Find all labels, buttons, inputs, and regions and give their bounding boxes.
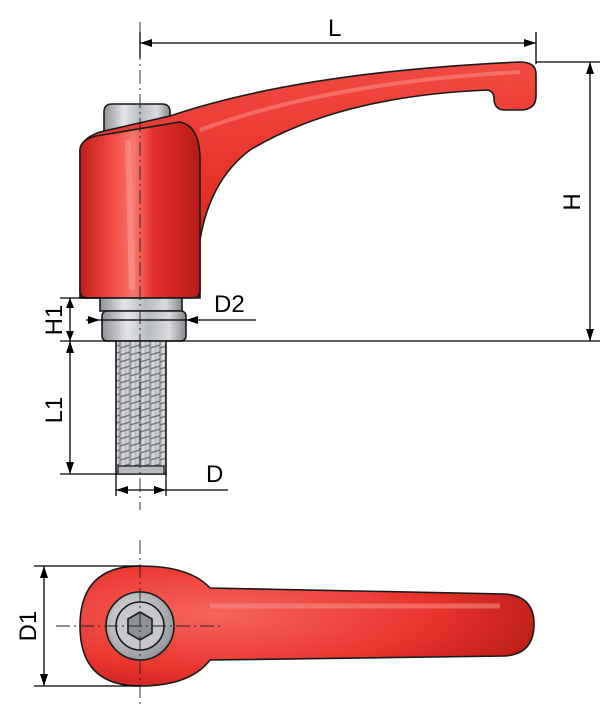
dimension-label-D: D bbox=[206, 461, 223, 488]
dimension-label-L1: L1 bbox=[41, 397, 68, 424]
dimension-label-H1: H1 bbox=[41, 305, 68, 336]
dimension-D2: D2 bbox=[86, 291, 256, 324]
dimension-H: H bbox=[166, 61, 600, 342]
dimension-label-L: L bbox=[328, 15, 341, 42]
top-view bbox=[56, 540, 535, 705]
top-lever bbox=[79, 565, 535, 687]
dimension-label-D1: D1 bbox=[15, 611, 42, 642]
dimension-label-H: H bbox=[559, 193, 586, 210]
dimension-L1: L1 bbox=[41, 341, 116, 475]
dimension-label-D2: D2 bbox=[214, 291, 245, 318]
dimension-D: D bbox=[115, 461, 228, 496]
arm-highlight bbox=[199, 70, 521, 132]
dimension-L: L bbox=[139, 15, 537, 64]
threaded-shank bbox=[115, 340, 167, 475]
lever-hub bbox=[79, 121, 201, 299]
dimension-D1: D1 bbox=[15, 565, 140, 687]
bushing bbox=[101, 310, 187, 342]
thread-tip bbox=[117, 465, 165, 475]
hub-highlight bbox=[125, 139, 135, 291]
side-view bbox=[79, 22, 537, 510]
dimension-H1: H1 bbox=[41, 297, 116, 342]
washer bbox=[99, 297, 183, 312]
